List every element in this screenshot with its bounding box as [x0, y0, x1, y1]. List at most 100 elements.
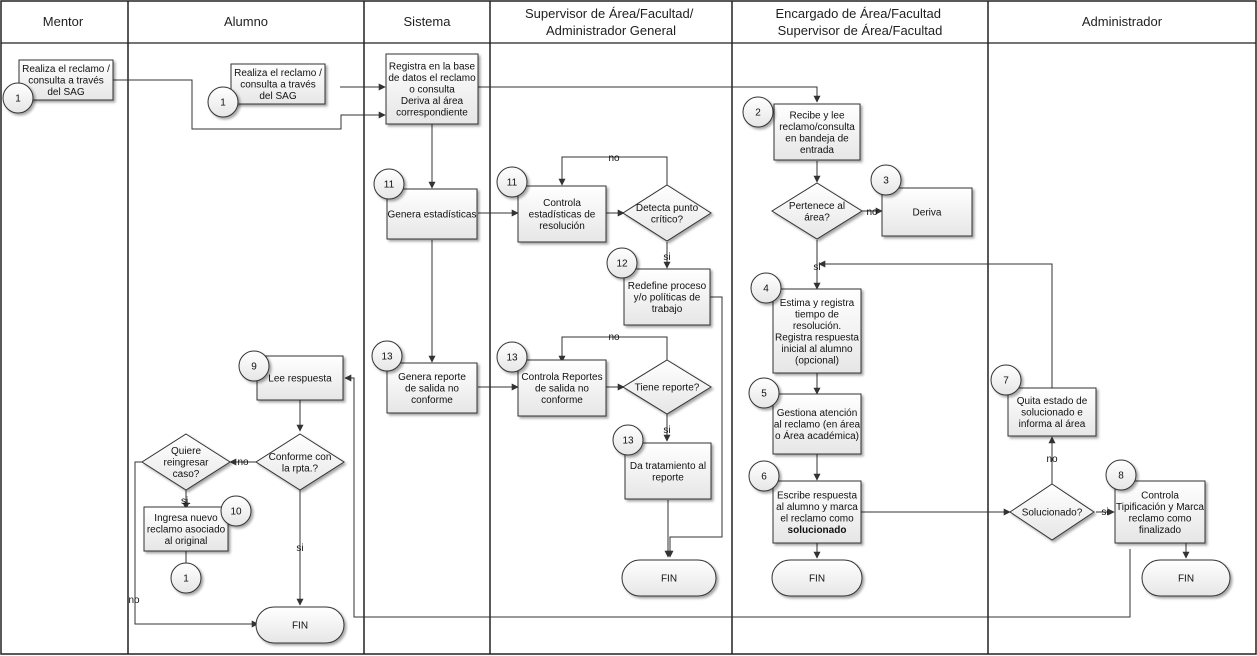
lane-title-alumno: Alumno — [224, 14, 268, 29]
label-detecta-no: no — [608, 153, 620, 164]
node-quita-step-number: 7 — [990, 364, 1022, 396]
edge-quita-to-estima-loop — [818, 260, 1053, 389]
node-quita-step-number-text: 7 — [1003, 376, 1009, 387]
node-ingresa-step-number: 10 — [220, 495, 252, 527]
node-controla-est-step-number-text: 11 — [507, 178, 518, 189]
node-mentor-reclamo-step-number-text: 1 — [15, 94, 21, 105]
node-genera-rep-shape — [386, 362, 478, 414]
node-solucionado-label: Solucionado? — [1022, 508, 1083, 519]
node-fin-sup: FIN — [621, 559, 717, 597]
node-escribe-shape — [772, 480, 862, 544]
edge-detecta-no-loop — [558, 156, 668, 186]
edge-controla-tip-to-lee — [344, 374, 1131, 618]
edge-quiere-no-to-fin — [134, 461, 259, 628]
node-controla-rep-step-number: 13 — [496, 341, 528, 373]
lane-titles: Mentor Alumno Sistema Supervisor de Área… — [43, 6, 1163, 38]
node-mentor-reclamo-step-number: 1 — [2, 82, 34, 114]
label-pertenece-no: no — [866, 207, 878, 218]
edge-labels: no si no si no si no si no si si. no — [128, 153, 1108, 606]
node-alumno-reclamo-shape — [230, 63, 326, 105]
lane-title-supervisor: Supervisor de Área/Facultad/ Administrad… — [525, 6, 697, 38]
node-fin-admin-shape — [1141, 559, 1231, 597]
node-redefine-step-number: 12 — [606, 247, 638, 279]
node-tiene-rep-shape — [622, 359, 712, 415]
lane-title-mentor: Mentor — [43, 14, 84, 29]
edge-tiene-no-loop — [558, 336, 668, 363]
node-pertenece-shape — [771, 182, 863, 240]
node-fin-sup-shape — [621, 559, 717, 597]
label-quiere-no: no — [128, 595, 140, 606]
node-registra-shape — [385, 53, 479, 125]
node-fin-alumno: FIN — [255, 606, 345, 644]
node-tratamiento-shape — [624, 442, 712, 500]
node-genera-est-label: Genera estadísticas — [388, 210, 477, 221]
node-detecta-shape — [622, 184, 712, 242]
edge-redefine-to-fin — [666, 296, 723, 558]
node-controla-rep-shape — [517, 359, 607, 417]
node-solucionado-shape — [1009, 483, 1095, 541]
label-solucionado-no: no — [1046, 454, 1058, 465]
node-recibe-step-number-text: 2 — [755, 108, 761, 119]
node-genera-est-shape — [386, 188, 478, 240]
node-redefine-shape — [623, 268, 711, 326]
node-gestiona-shape — [772, 393, 862, 455]
node-tiene-rep: Tiene reporte? — [622, 359, 712, 415]
node-genera-est: Genera estadísticas 11 — [373, 168, 478, 240]
label-conforme-no: no — [237, 457, 249, 468]
node-fin-enc-label: FIN — [809, 574, 825, 585]
node-controla-est-shape — [517, 185, 607, 243]
node-fin-enc-shape — [771, 559, 863, 597]
node-gestiona-step-number: 5 — [748, 377, 780, 409]
node-fin-alumno-label: FIN — [292, 621, 308, 632]
node-genera-est-step-number-text: 11 — [384, 180, 395, 191]
node-deriva-step-number-text: 3 — [883, 176, 889, 187]
label-detecta-si: si — [663, 252, 670, 263]
lane-title-encargado: Encargado de Área/Facultad Supervisor de… — [775, 6, 944, 38]
node-genera-est-step-number: 11 — [373, 168, 405, 200]
label-quiere-si: si. — [181, 496, 191, 507]
node-conn1: 1 — [170, 562, 202, 594]
node-tiene-rep-label: Tiene reporte? — [635, 383, 700, 394]
label-conforme-si: si — [296, 543, 303, 554]
node-lee-label: Lee respuesta — [268, 374, 332, 385]
node-estima-step-number-text: 4 — [763, 284, 769, 295]
node-controla-tip-step-number-text: 8 — [1118, 471, 1124, 482]
node-escribe-step-number: 6 — [748, 460, 780, 492]
node-controla-tip-step-number: 8 — [1105, 459, 1137, 491]
node-conn1-label: 1 — [183, 574, 189, 585]
node-quita-shape — [1007, 387, 1097, 437]
label-tiene-no: no — [608, 332, 620, 343]
node-fin-alumno-shape — [255, 606, 345, 644]
node-redefine-step-number-text: 12 — [616, 259, 628, 270]
label-solucionado-si: si — [1101, 507, 1108, 518]
